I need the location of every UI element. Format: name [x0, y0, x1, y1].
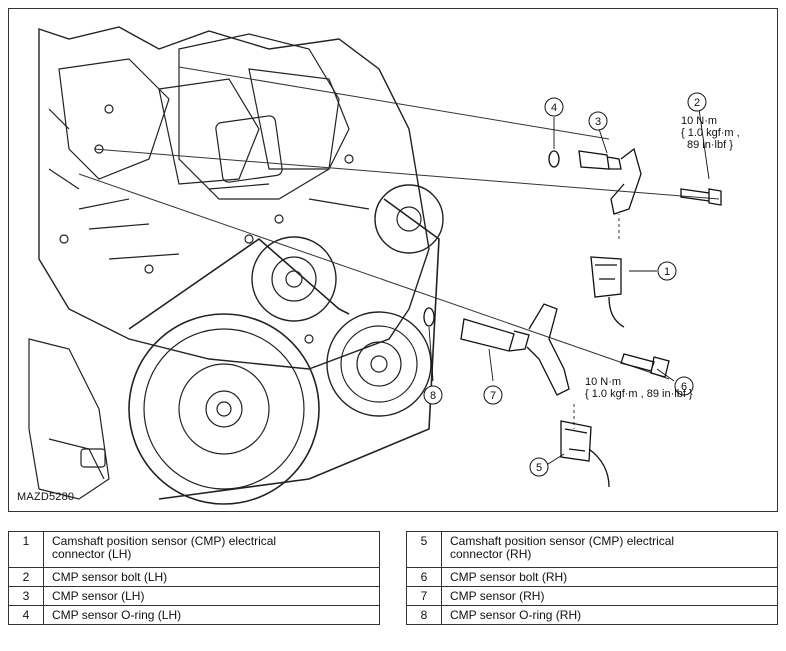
table-row: 5 Camshaft position sensor (CMP) electri… — [406, 531, 778, 568]
callout-circle-7 — [483, 385, 503, 405]
callout-circle-5 — [529, 457, 549, 477]
legend-desc-line: connector (LH) — [52, 547, 132, 561]
legend-num: 6 — [406, 567, 442, 587]
tensioner-pulley — [251, 236, 337, 322]
torque-lh-line3: 89 in·lbf } — [687, 139, 733, 151]
legend-desc: CMP sensor (RH) — [441, 586, 778, 606]
cmp-bolt-rh — [620, 353, 670, 378]
legend-num: 3 — [8, 586, 44, 606]
callout-6: 6 — [681, 381, 687, 393]
alignment-line-rh — [78, 173, 670, 380]
legend-num: 1 — [8, 531, 44, 568]
legend-desc: CMP sensor bolt (RH) — [441, 567, 778, 587]
legend-num: 2 — [8, 567, 44, 587]
oring-rh — [423, 307, 435, 327]
cmp-sensor-rh — [460, 303, 570, 396]
legend-table-right: 5 Camshaft position sensor (CMP) electri… — [406, 531, 778, 625]
legend-num: 5 — [406, 531, 442, 568]
legend-desc-line: connector (RH) — [450, 547, 532, 561]
table-row: 7 CMP sensor (RH) — [406, 586, 778, 606]
legend-desc: CMP sensor bolt (LH) — [43, 567, 380, 587]
legend-desc: CMP sensor (LH) — [43, 586, 380, 606]
legend-desc: CMP sensor O-ring (LH) — [43, 605, 380, 625]
legend-num: 4 — [8, 605, 44, 625]
figure-id: MAZD5280 — [17, 491, 75, 503]
callout-circle-2 — [687, 92, 707, 112]
alignment-line-lh — [93, 148, 720, 200]
callout-circle-6 — [674, 376, 694, 396]
alignment-line-lh-upper — [178, 66, 610, 140]
torque-lh-line2: { 1.0 kgf·m , — [681, 127, 740, 139]
torque-rh-line2: { 1.0 kgf·m , 89 in·lbf } — [585, 388, 693, 400]
table-row: 8 CMP sensor O-ring (RH) — [406, 605, 778, 625]
callout-8: 8 — [430, 390, 436, 402]
timing-cover — [178, 33, 340, 200]
table-row: 2 CMP sensor bolt (LH) — [8, 567, 380, 587]
callout-1: 1 — [664, 266, 670, 278]
legend-num: 7 — [406, 586, 442, 606]
lower-connector — [80, 448, 106, 468]
table-row: 1 Camshaft position sensor (CMP) electri… — [8, 531, 380, 568]
legend-table-left: 1 Camshaft position sensor (CMP) electri… — [8, 531, 380, 625]
callout-3: 3 — [595, 116, 601, 128]
connector-lh — [590, 256, 625, 328]
legend-desc-line: Camshaft position sensor (CMP) electrica… — [450, 534, 675, 548]
legend-desc: Camshaft position sensor (CMP) electrica… — [441, 531, 778, 568]
callout-5: 5 — [536, 462, 542, 474]
callout-7: 7 — [490, 390, 496, 402]
legend-desc-line: Camshaft position sensor (CMP) electrica… — [52, 534, 277, 548]
cmp-bolt-lh — [680, 188, 722, 206]
callout-circle-3 — [588, 111, 608, 131]
table-row: 4 CMP sensor O-ring (LH) — [8, 605, 380, 625]
lower-bracket — [28, 338, 110, 500]
callout-circle-4 — [544, 97, 564, 117]
callout-2: 2 — [694, 97, 700, 109]
idler-pulley — [374, 184, 444, 254]
engine-ribs — [58, 58, 350, 185]
oring-lh — [548, 150, 560, 168]
table-row: 6 CMP sensor bolt (RH) — [406, 567, 778, 587]
cover-plate — [215, 115, 283, 183]
crankshaft-pulley — [128, 313, 320, 505]
callout-4: 4 — [551, 102, 557, 114]
legend-desc: CMP sensor O-ring (RH) — [441, 605, 778, 625]
figure-frame: 1 2 3 4 5 6 7 8 10 N·m { 1.0 kgf·m , 89 … — [8, 8, 778, 512]
callout-circle-8 — [423, 385, 443, 405]
callout-circle-1 — [657, 261, 677, 281]
legend-desc: Camshaft position sensor (CMP) electrica… — [43, 531, 380, 568]
table-row: 3 CMP sensor (LH) — [8, 586, 380, 606]
engine-rib-details — [48, 108, 370, 260]
torque-rh-line1: 10 N·m — [585, 376, 621, 388]
legend-num: 8 — [406, 605, 442, 625]
drive-belt — [128, 198, 440, 500]
ac-compressor-pulley — [326, 311, 432, 417]
connector-rh — [560, 420, 610, 488]
engine-illustration: 1 2 3 4 5 6 7 8 10 N·m { 1.0 kgf·m , 89 … — [28, 26, 740, 505]
torque-lh-line1: 10 N·m — [681, 115, 717, 127]
engine-block-outline — [38, 26, 430, 370]
cmp-sensor-lh — [578, 147, 642, 215]
